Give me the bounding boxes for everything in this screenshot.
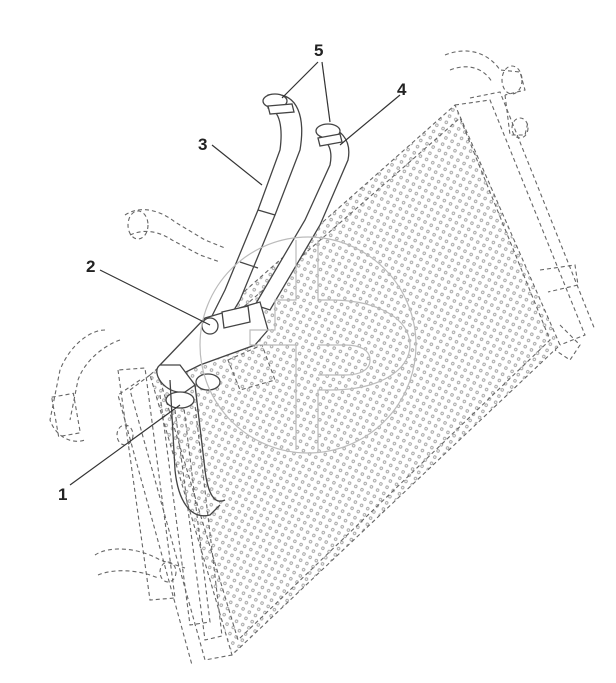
left-tank-tubes xyxy=(117,367,223,641)
leader-2 xyxy=(99,269,211,326)
condenser-outlet-pipe xyxy=(444,50,581,361)
callout-3: 3 xyxy=(198,135,207,154)
upper-hoses xyxy=(209,93,350,326)
callout-labels: 1 2 3 4 5 xyxy=(58,41,407,504)
leader-4 xyxy=(339,94,401,146)
leader-5a xyxy=(281,61,319,99)
watermark-logo xyxy=(199,236,417,454)
leader-3 xyxy=(211,144,263,186)
leader-lines xyxy=(69,61,401,486)
callout-1: 1 xyxy=(58,485,67,504)
callout-2: 2 xyxy=(86,257,95,276)
condenser-core xyxy=(117,91,596,666)
lower-hose-assembly xyxy=(156,301,276,517)
leader-5b xyxy=(321,61,331,123)
leader-1 xyxy=(69,404,181,486)
callout-4: 4 xyxy=(397,80,407,99)
callout-5: 5 xyxy=(314,41,323,60)
